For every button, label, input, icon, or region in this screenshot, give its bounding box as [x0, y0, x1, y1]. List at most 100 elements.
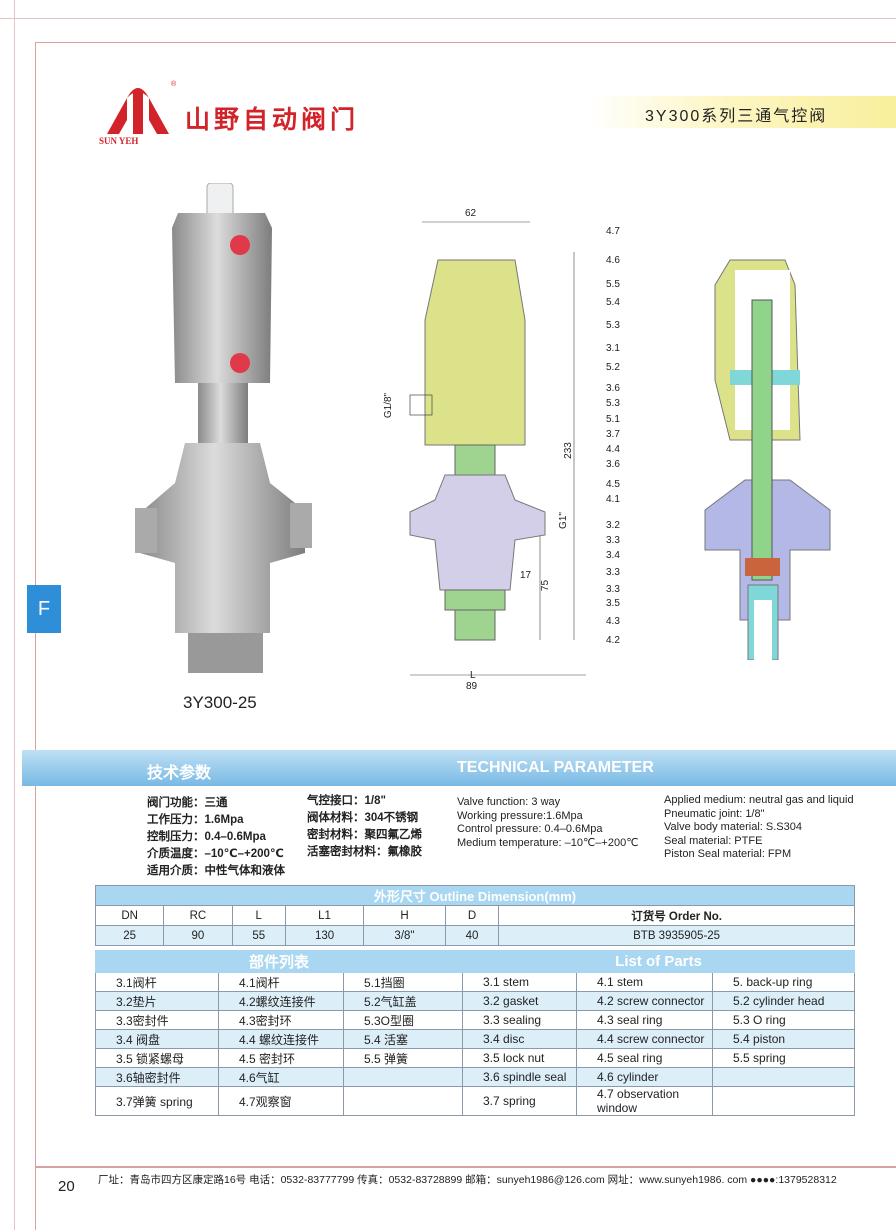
col-header: L — [231, 905, 286, 926]
callout-label: 5.4 — [606, 297, 620, 308]
parts-cell: 4.6 cylinder — [576, 1067, 713, 1087]
parts-cell: 3.6 spindle seal — [462, 1067, 577, 1087]
parts-cell: 5.5 弹簧 — [343, 1048, 463, 1068]
callout-label: 3.4 — [606, 550, 620, 561]
cell: 25 — [94, 925, 165, 946]
callout-label: 3.6 — [606, 459, 620, 470]
parts-cell: 3.5 锁紧螺母 — [95, 1048, 219, 1068]
callout-label: 5.3 — [606, 398, 620, 409]
cell: 3/8" — [363, 925, 446, 946]
frame-line — [35, 42, 36, 1230]
parts-cell: 4.4 螺纹连接件 — [218, 1029, 344, 1049]
parts-cell: 4.3 seal ring — [576, 1010, 713, 1030]
callout-label: 4.5 — [606, 479, 620, 490]
cell: 90 — [163, 925, 233, 946]
parts-cell: 3.2 gasket — [462, 991, 577, 1011]
series-title: 3Y300系列三通气控阀 — [585, 96, 896, 128]
parts-cell: 3.3密封件 — [95, 1010, 219, 1030]
parts-cell: 5.2气缸盖 — [343, 991, 463, 1011]
callout-label: 4.3 — [606, 616, 620, 627]
specs-en-col2: Applied medium: neutral gas and liquid P… — [664, 794, 854, 862]
sun-yeh-logo: ® — [107, 80, 177, 134]
parts-cell — [343, 1067, 463, 1087]
footer-divider — [35, 1166, 896, 1168]
callout-label: 3.1 — [606, 343, 620, 354]
col-header: DN — [94, 905, 165, 926]
parts-cell: 3.6轴密封件 — [95, 1067, 219, 1087]
parts-cell: 5.3O型圈 — [343, 1010, 463, 1030]
parts-cell: 3.4 阀盘 — [95, 1029, 219, 1049]
parts-cell: 3.7弹簧 spring — [95, 1086, 219, 1116]
parts-cell: 5.4 活塞 — [343, 1029, 463, 1049]
parts-cell — [343, 1086, 463, 1116]
parts-cell: 4.7 observation window — [576, 1086, 713, 1116]
callout-label: 3.3 — [606, 535, 620, 546]
col-header: D — [444, 905, 500, 926]
spec-line: Seal material: PTFE — [664, 834, 763, 847]
parts-cell: 4.3密封环 — [218, 1010, 344, 1030]
outline-dimension-table: 外形尺寸 Outline Dimension(mm) DN RC L L1 H … — [94, 885, 855, 946]
dim-label-height: 233 — [562, 442, 574, 459]
spec-line: 工作压力：1.6Mpa — [147, 814, 244, 826]
parts-cell — [712, 1067, 855, 1087]
product-caption: 3Y300-25 — [183, 693, 257, 712]
spec-line: 介质温度：–10℃–+200℃ — [147, 848, 284, 860]
callout-label: 4.1 — [606, 494, 620, 505]
cell: BTB 3935905-25 — [498, 925, 855, 946]
spec-line: Pneumatic joint: 1/8" — [664, 807, 765, 820]
spec-line: Piston Seal material: FPM — [664, 848, 792, 860]
section-drawing — [704, 259, 831, 660]
spec-line: 控制压力：0.4–0.6Mpa — [147, 831, 266, 843]
callout-label: 3.6 — [606, 383, 620, 394]
footer-contact: 厂址：青岛市四方区康定路16号 电话：0532-83777799 传真：0532… — [98, 1174, 837, 1186]
callout-label: 3.7 — [606, 429, 620, 440]
callout-label: 5.2 — [606, 362, 620, 373]
parts-cell: 3.3 sealing — [462, 1010, 577, 1030]
spec-line: Valve function: 3 way — [457, 796, 561, 808]
parts-cell — [712, 1086, 855, 1116]
parts-cell: 4.2螺纹连接件 — [218, 991, 344, 1011]
specs-cn-col1: 阀门功能：三通 工作压力：1.6Mpa 控制压力：0.4–0.6Mpa 介质温度… — [147, 795, 285, 880]
parts-cell: 5.1挡圈 — [343, 972, 463, 992]
cell: 55 — [231, 925, 286, 946]
parts-cell: 4.5 密封环 — [218, 1048, 344, 1068]
parts-cell: 3.7 spring — [462, 1086, 577, 1116]
spec-line: Applied medium: neutral gas and liquid — [664, 794, 854, 806]
banner-title-cn: 技术参数 — [147, 765, 212, 782]
spec-line: Control pressure: 0.4–0.6Mpa — [457, 823, 603, 835]
callout-label: 3.2 — [606, 520, 620, 531]
parts-cell: 5. back-up ring — [712, 972, 855, 992]
spec-line: 活塞密封材料：氟橡胶 — [307, 846, 422, 858]
specs-cn-col2: 气控接口：1/8" 阀体材料：304不锈钢 密封材料：聚四氟乙烯 活塞密封材料：… — [307, 793, 422, 861]
dim-label-l: L — [470, 670, 476, 681]
outline-title: 外形尺寸 Outline Dimension(mm) — [95, 885, 855, 906]
callout-label: 5.1 — [606, 414, 620, 425]
section-tab-f[interactable]: F — [27, 585, 61, 633]
banner-title-en: TECHNICAL PARAMETER — [457, 759, 654, 776]
parts-cell: 3.5 lock nut — [462, 1048, 577, 1068]
cell: 40 — [444, 925, 500, 946]
parts-cell: 4.2 screw connector — [576, 991, 713, 1011]
callout-label: 4.6 — [606, 255, 620, 266]
page-border — [14, 0, 15, 1230]
dim-label-75: 75 — [540, 579, 552, 592]
col-header: L1 — [284, 905, 365, 926]
svg-text:®: ® — [171, 80, 177, 88]
dimension-drawing — [409, 221, 586, 676]
col-header: 订货号 Order No. — [498, 905, 855, 926]
dim-label-thread: G1" — [557, 512, 569, 529]
callout-label: 4.2 — [606, 635, 620, 646]
dim-label-width: 62 — [465, 208, 477, 219]
cell: 130 — [284, 925, 365, 946]
spec-line: Valve body material: S.S304 — [664, 821, 802, 833]
callout-label: 4.4 — [606, 444, 620, 455]
spec-line: Medium temperature: –10℃–+200℃ — [457, 836, 639, 849]
spec-line: 气控接口：1/8" — [307, 795, 386, 807]
parts-cell: 3.4 disc — [462, 1029, 577, 1049]
